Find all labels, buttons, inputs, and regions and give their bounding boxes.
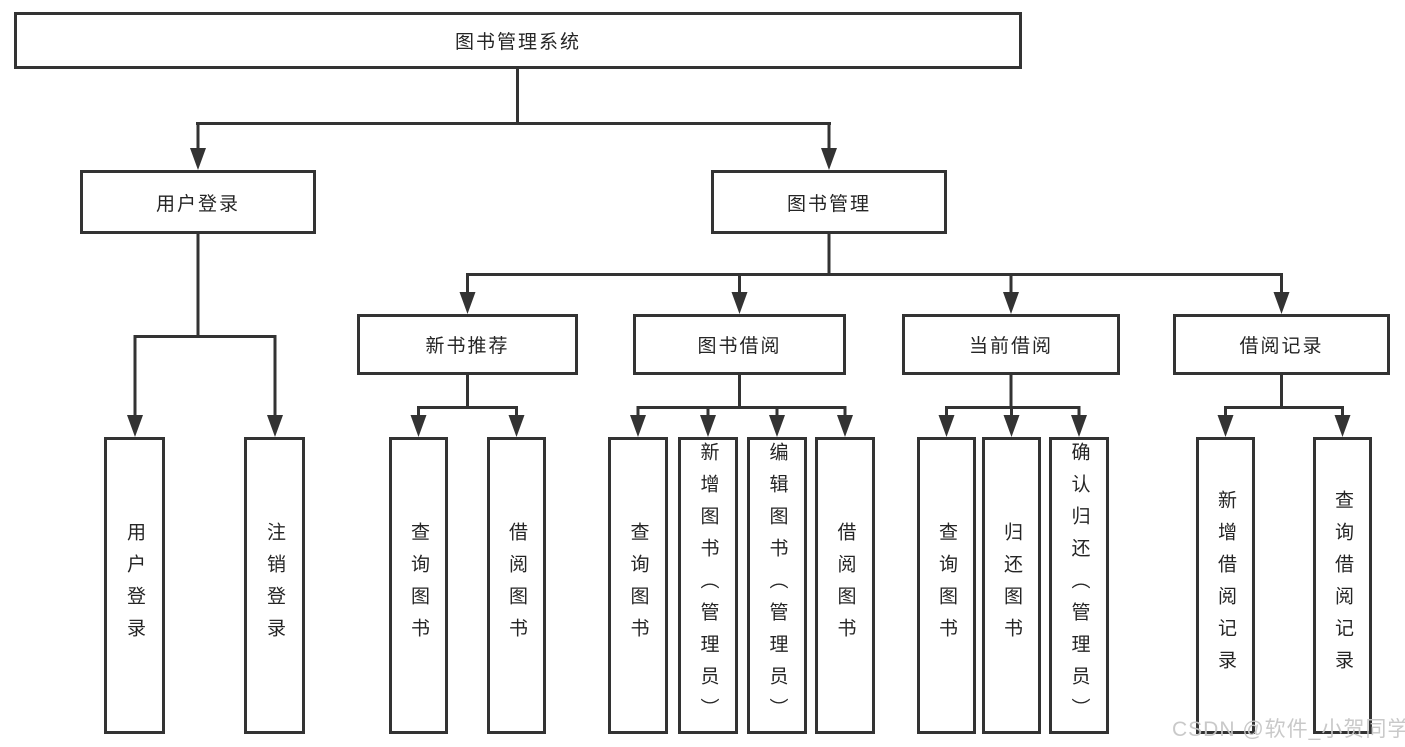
node-book-management: 图书管理	[711, 170, 947, 234]
node-label: 当前借阅	[968, 336, 1053, 357]
node-borrowing-records: 借阅记录	[1173, 314, 1390, 375]
node-borrow-books-recommend: 借阅图书	[487, 437, 546, 734]
node-label: 借阅记录	[1239, 336, 1324, 357]
node-label: 新增借阅记录	[1215, 489, 1236, 682]
node-label: 归还图书	[1001, 521, 1022, 650]
node-label: 图书管理	[786, 193, 871, 215]
node-label: 查询图书	[627, 521, 649, 650]
node-label: 注销登录	[264, 521, 285, 650]
node-label: 图书借阅	[697, 336, 782, 357]
node-query-books-borrow: 查询图书	[608, 437, 668, 734]
node-label: 编辑图书（管理员）	[766, 441, 788, 730]
node-new-book-recommendation: 新书推荐	[357, 314, 578, 375]
node-current-borrowing: 当前借阅	[902, 314, 1120, 375]
node-label: 新增图书（管理员）	[697, 441, 719, 730]
node-user-login: 用户登录	[80, 170, 316, 234]
node-label: 借阅图书	[506, 521, 527, 650]
node-query-borrow-record: 查询借阅记录	[1313, 437, 1372, 734]
node-return-books: 归还图书	[982, 437, 1041, 734]
node-logout-action: 注销登录	[244, 437, 305, 734]
csdn-watermark: CSDN @软件_小贺同学	[1172, 718, 1405, 741]
node-label: 查询图书	[408, 521, 429, 650]
node-label: 图书管理系统	[454, 32, 581, 53]
node-label: 用户登录	[155, 193, 240, 215]
node-label: 用户登录	[124, 521, 145, 650]
node-book-borrowing: 图书借阅	[633, 314, 846, 375]
node-library-management-system: 图书管理系统	[14, 12, 1022, 69]
node-borrow-books: 借阅图书	[815, 437, 875, 734]
node-query-books-current: 查询图书	[917, 437, 976, 734]
node-add-borrow-record: 新增借阅记录	[1196, 437, 1255, 734]
node-edit-book-admin: 编辑图书（管理员）	[747, 437, 807, 734]
node-label: 借阅图书	[834, 521, 856, 650]
node-label: 查询借阅记录	[1332, 489, 1353, 682]
node-label: 新书推荐	[425, 336, 510, 357]
node-confirm-return-admin: 确认归还（管理员）	[1049, 437, 1109, 734]
node-user-login-action: 用户登录	[104, 437, 165, 734]
node-label: 确认归还（管理员）	[1068, 441, 1090, 730]
node-query-books-recommend: 查询图书	[389, 437, 448, 734]
node-add-book-admin: 新增图书（管理员）	[678, 437, 738, 734]
node-label: 查询图书	[936, 521, 957, 650]
